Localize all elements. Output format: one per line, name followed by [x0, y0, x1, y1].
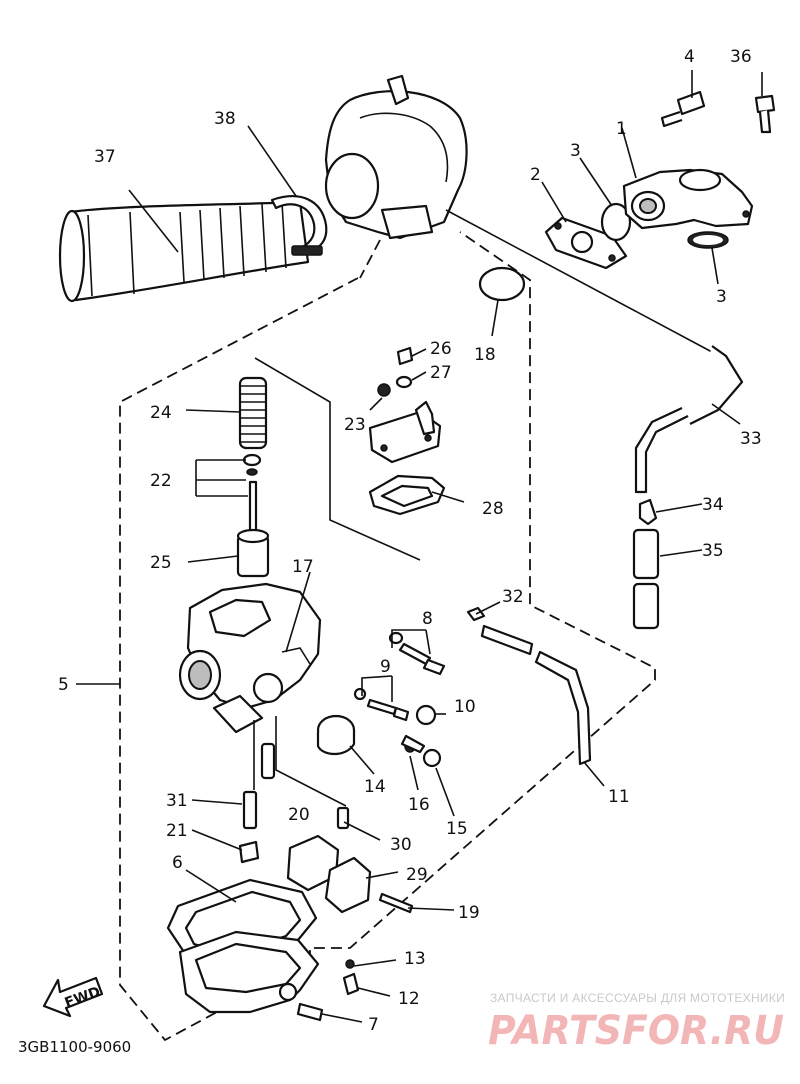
- main-jet-21: [238, 840, 260, 864]
- callout-13: 13: [404, 949, 426, 969]
- callout-18: 18: [474, 345, 496, 365]
- callout-36: 36: [730, 47, 752, 67]
- breather-guide-line: [445, 209, 713, 353]
- callout-35: 35: [702, 541, 724, 561]
- float-pin: [378, 892, 414, 914]
- callout-22: 22: [150, 471, 172, 491]
- callout-19: 19: [458, 903, 480, 923]
- bolt-4: [660, 90, 706, 128]
- callout-26: 26: [430, 339, 452, 359]
- jet-guide-line: [253, 716, 347, 807]
- drain-screw-7: [296, 1002, 324, 1022]
- pilot-jet-30: [336, 806, 350, 830]
- screw-15: [400, 734, 442, 768]
- callout-1: 1: [616, 119, 627, 139]
- starter-plunger-cap: [316, 714, 356, 756]
- callout-15: 15: [446, 819, 468, 839]
- callout-27: 27: [430, 363, 452, 383]
- callout-10: 10: [454, 697, 476, 717]
- callout-34: 34: [702, 495, 724, 515]
- callout-3-upper: 3: [570, 141, 581, 161]
- callout-12: 12: [398, 989, 420, 1009]
- float-chamber-body: [178, 930, 320, 1014]
- carburetor-assembly-outline: [119, 231, 656, 1042]
- callout-25: 25: [150, 553, 172, 573]
- throttle-group-bracket: [254, 357, 421, 561]
- needle-jet-holder: [260, 742, 276, 780]
- air-intake-housing: [324, 74, 468, 240]
- callout-17: 17: [292, 557, 314, 577]
- main-jet-31: [242, 790, 258, 830]
- callout-21: 21: [166, 821, 188, 841]
- callout-6: 6: [172, 853, 183, 873]
- callout-38: 38: [214, 109, 236, 129]
- throttle-stop-screw: [388, 631, 446, 676]
- watermark: ЗАПЧАСТИ И АКСЕССУАРЫ ДЛЯ МОТОТЕХНИКИ PA…: [488, 991, 785, 1054]
- callout-20: 20: [288, 805, 310, 825]
- callout-32: 32: [502, 587, 524, 607]
- callout-numbers: 1 2 3 3 4 5 6 7 8 9 10 11 12 13 14 15 16…: [58, 47, 762, 1035]
- callout-24: 24: [150, 403, 172, 423]
- o-ring-upper: [600, 202, 632, 242]
- callout-9: 9: [380, 657, 391, 677]
- callout-3-lower: 3: [716, 287, 727, 307]
- callout-33: 33: [740, 429, 762, 449]
- watermark-tagline: ЗАПЧАСТИ И АКСЕССУАРЫ ДЛЯ МОТОТЕХНИКИ: [490, 991, 785, 1005]
- breather-hose: [634, 345, 744, 494]
- hose-clamp: [270, 195, 328, 256]
- leader-lines: [76, 70, 763, 1023]
- callout-4: 4: [684, 47, 695, 67]
- carburetor-body: [178, 582, 322, 734]
- joint-gasket: [544, 216, 628, 270]
- throttle-valve-spring: [238, 376, 268, 450]
- throttle-valve: [236, 528, 270, 578]
- watermark-brand: PARTSFOR.RU: [488, 1008, 784, 1054]
- callout-7: 7: [368, 1015, 379, 1035]
- air-intake-hose: [58, 200, 310, 303]
- pilot-air-screw: [353, 687, 410, 722]
- clip: [246, 468, 258, 476]
- callout-11: 11: [608, 787, 630, 807]
- screw-13: [345, 959, 355, 969]
- overflow-hose: [632, 528, 660, 630]
- pipe-fitting: [638, 498, 658, 526]
- callout-5: 5: [58, 675, 69, 695]
- callout-30: 30: [390, 835, 412, 855]
- carburetor-top-screw: [396, 346, 414, 366]
- bolt-36: [754, 94, 776, 134]
- callout-29: 29: [406, 865, 428, 885]
- spring-seat: [242, 453, 262, 467]
- callout-16: 16: [408, 795, 430, 815]
- callout-23: 23: [344, 415, 366, 435]
- callout-37: 37: [94, 147, 116, 167]
- callout-2: 2: [530, 165, 541, 185]
- drain-plug-10: [415, 704, 437, 726]
- carburetor-joint: [622, 168, 754, 230]
- fuel-hose: [480, 624, 592, 766]
- filter-element: [478, 266, 526, 302]
- forward-arrow-icon: FWD: [42, 976, 104, 1018]
- cap-gasket: [368, 474, 446, 516]
- intake-hose-guide-line: [359, 239, 381, 279]
- washer-27: [395, 375, 413, 389]
- diagram-code: 3GB1100-9060: [18, 1038, 131, 1056]
- nut-23: [377, 383, 391, 397]
- callout-31: 31: [166, 791, 188, 811]
- callout-14: 14: [364, 777, 386, 797]
- screw-12: [342, 972, 360, 996]
- callout-28: 28: [482, 499, 504, 519]
- float-assembly: [286, 834, 372, 914]
- carburetor-cap: [368, 400, 442, 464]
- callout-8: 8: [422, 609, 433, 629]
